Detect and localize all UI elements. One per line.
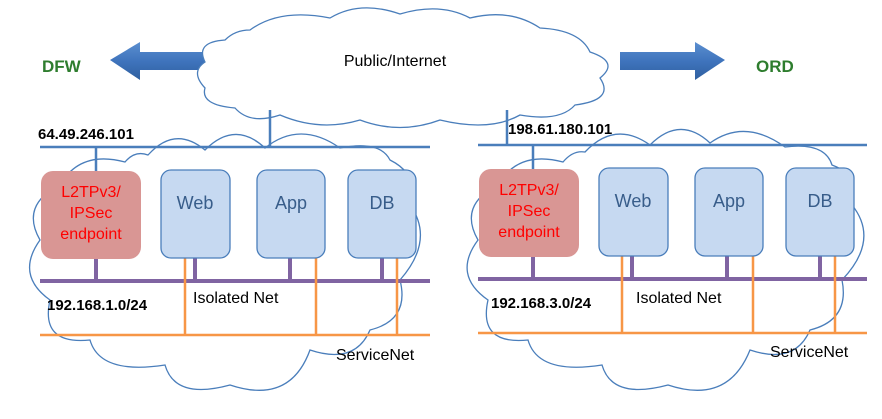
dfw-web-server[interactable]: Web xyxy=(160,169,231,259)
dfw-public-ip: 64.49.246.101 xyxy=(38,126,134,143)
dfw-servicenet-label: ServiceNet xyxy=(336,347,415,364)
server-label: Web xyxy=(615,191,652,211)
server-label: DB xyxy=(369,193,394,213)
server-label: App xyxy=(275,193,307,213)
ord-site-cloud xyxy=(466,128,865,391)
server-label: App xyxy=(713,191,745,211)
endpoint-label-line1: L2TPv3/ xyxy=(61,184,121,201)
endpoint-label-line1: L2TPv3/ xyxy=(499,182,559,199)
ord-isolated-network xyxy=(478,256,867,281)
server-label: DB xyxy=(807,191,832,211)
endpoint-label-line2: IPSec xyxy=(508,203,551,220)
dfw-db-server[interactable]: DB xyxy=(347,169,417,259)
endpoint-label-line3: endpoint xyxy=(60,226,122,243)
ord-public-network xyxy=(478,110,867,170)
dfw-isolated-net-label: Isolated Net xyxy=(193,290,279,307)
ord-region-label: ORD xyxy=(756,57,794,76)
ord-service-network xyxy=(478,256,867,335)
server-label: Web xyxy=(177,193,214,213)
ord-servicenet-label: ServiceNet xyxy=(770,344,849,361)
dfw-public-network xyxy=(40,110,430,172)
dfw-isolated-network xyxy=(40,258,430,283)
dfw-app-server[interactable]: App xyxy=(256,169,326,259)
dfw-endpoint-node[interactable]: L2TPv3/ IPSec endpoint xyxy=(41,171,141,259)
arrow-to-ord xyxy=(620,42,725,80)
internet-label: Public/Internet xyxy=(344,53,447,70)
dfw-site-cloud xyxy=(28,133,422,391)
ord-isolated-subnet: 192.168.3.0/24 xyxy=(491,295,592,312)
endpoint-label-line3: endpoint xyxy=(498,224,560,241)
dfw-isolated-subnet: 192.168.1.0/24 xyxy=(47,297,148,314)
ord-endpoint-node[interactable]: L2TPv3/ IPSec endpoint xyxy=(479,169,579,257)
ord-db-server[interactable]: DB xyxy=(785,167,855,257)
ord-app-server[interactable]: App xyxy=(694,167,764,257)
endpoint-label-line2: IPSec xyxy=(70,205,113,222)
ord-web-server[interactable]: Web xyxy=(598,167,669,257)
dfw-region-label: DFW xyxy=(42,57,82,76)
ord-isolated-net-label: Isolated Net xyxy=(636,290,722,307)
ord-public-ip: 198.61.180.101 xyxy=(508,121,612,138)
dfw-service-network xyxy=(40,258,430,337)
internet-cloud xyxy=(196,7,609,129)
arrow-to-dfw xyxy=(110,42,215,80)
